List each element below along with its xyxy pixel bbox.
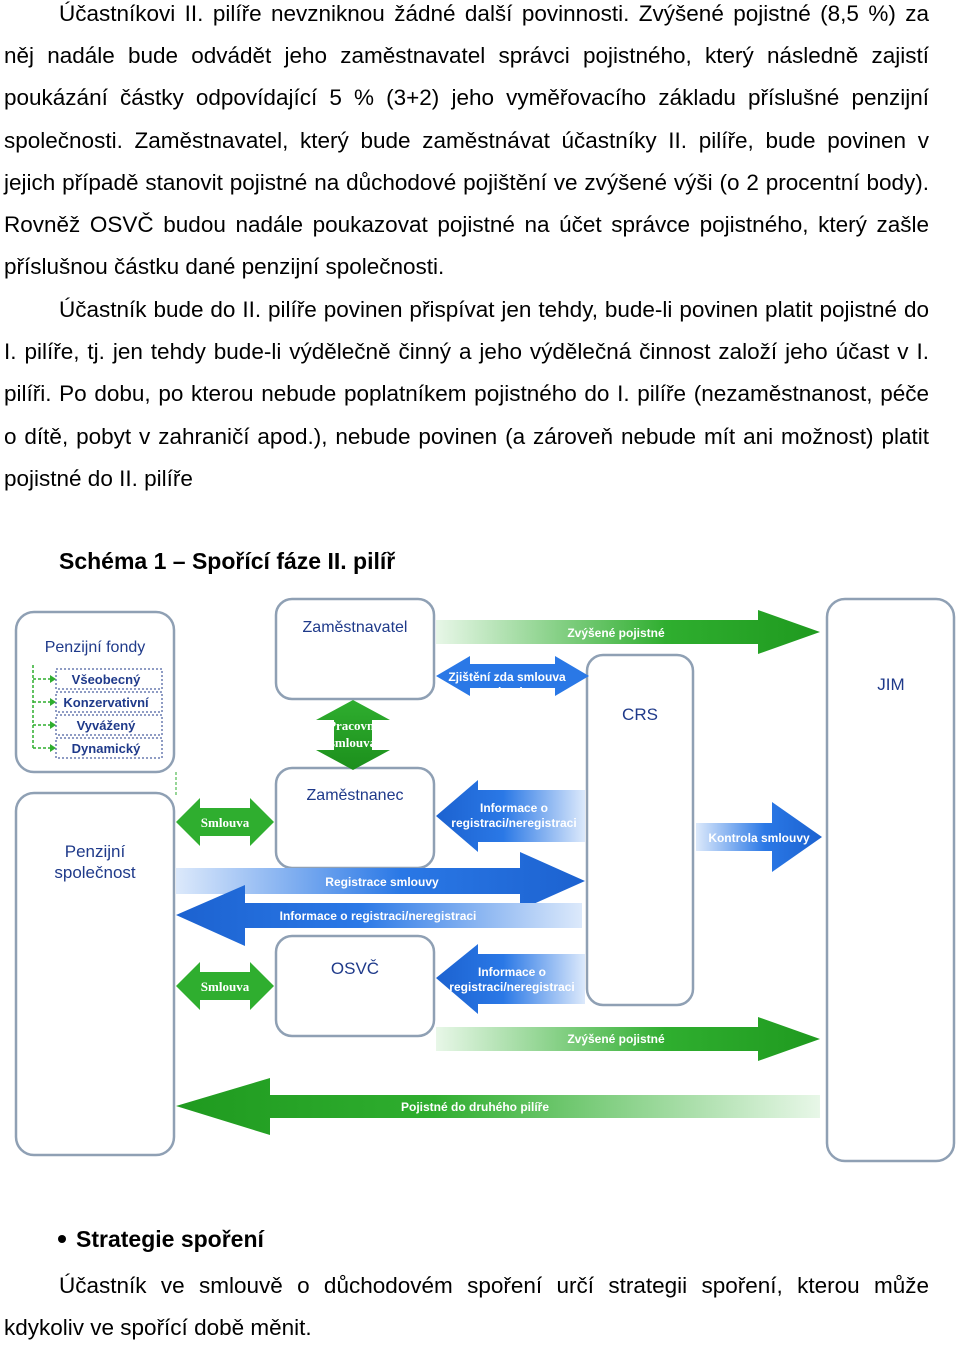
bullet-strategie: Strategie spoření — [58, 1226, 264, 1253]
arrow-kontrola-label: Kontrola smlouvy — [708, 831, 810, 845]
arrow-zjisteni-label-2: existuje — [485, 685, 530, 699]
arrow-pojistne-druheho — [176, 1078, 820, 1135]
arrow-informace-2 — [436, 944, 585, 1014]
arrow-informace-1 — [436, 780, 585, 852]
osvc-label: OSVČ — [331, 959, 379, 978]
arrow-smlouva-2-label: Smlouva — [201, 979, 250, 994]
arrow-registrace-label: Registrace smlouvy — [325, 875, 439, 889]
fund-vseobecny: Všeobecný — [72, 672, 141, 687]
arrow-informace-1-label-a: Informace o — [480, 801, 548, 815]
jim-box — [825, 597, 956, 1163]
arrow-registrace — [176, 852, 585, 910]
bullet-dot-icon — [58, 1234, 66, 1243]
arrow-kontrola — [696, 802, 822, 872]
jim-label: JIM — [877, 675, 904, 694]
arrow-informace-long-label: Informace o registraci/neregistraci — [280, 909, 477, 923]
arrow-informace-long — [176, 885, 582, 946]
crs-box — [585, 653, 695, 1007]
arrow-pracovni-label-2: smlouva — [330, 735, 377, 750]
arrow-pojistne-druheho-label: Pojistné do druhého pilíře — [401, 1100, 549, 1114]
penzijni-spolecnost-label-1: Penzijní — [65, 842, 126, 861]
arrow-informace-2-label-a: Informace o — [478, 965, 546, 979]
schema-heading: Schéma 1 – Spořící fáze II. pilíř — [59, 548, 396, 574]
arrow-zvysene-bottom-label: Zvýšené pojistné — [567, 1032, 665, 1046]
scheme-diagram: Penzijní fondy Všeobecný Konzervativní V… — [14, 597, 956, 1163]
paragraph-2: Účastník bude do II. pilíře povinen přis… — [4, 297, 929, 491]
arrow-zvysene-top — [436, 610, 820, 654]
fund-dynamicky: Dynamický — [72, 741, 141, 756]
penzijni-spolecnost-label-2: společnost — [54, 863, 136, 882]
zamestnanec-label: Zaměstnanec — [307, 787, 404, 804]
arrow-pracovni-label-1: Pracovní — [328, 718, 378, 733]
arrow-zjisteni-label-1: Zjištění zda smlouva — [448, 670, 566, 684]
zamestnavatel-box — [274, 597, 436, 701]
paragraph-3: Účastník ve smlouvě o důchodovém spoření… — [4, 1273, 929, 1341]
paragraph-1: Účastníkovi II. pilíře nevzniknou žádné … — [4, 1, 929, 280]
arrow-zvysene-bottom — [436, 1017, 820, 1061]
osvc-box — [274, 934, 436, 1038]
crs-label: CRS — [622, 705, 658, 724]
arrow-informace-1-label-b: registraci/neregistraci — [451, 816, 576, 830]
fund-konzervativni: Konzervativní — [63, 695, 149, 710]
arrow-informace-2-label-b: registraci/neregistraci — [449, 980, 574, 994]
penzijni-spolecnost-box — [14, 791, 176, 1157]
arrow-zvysene-top-label: Zvýšené pojistné — [567, 626, 665, 640]
zamestnanec-box — [274, 766, 436, 870]
arrow-smlouva-1 — [176, 798, 274, 846]
fund-list: Všeobecný Konzervativní Vyvážený Dynamic… — [33, 668, 163, 759]
arrow-pracovni-smlouva — [316, 700, 390, 770]
arrow-zjisteni — [436, 656, 589, 696]
penzijni-fondy-title: Penzijní fondy — [45, 639, 146, 656]
arrow-smlouva-1-label: Smlouva — [201, 815, 250, 830]
zamestnavatel-label: Zaměstnavatel — [303, 619, 408, 636]
fund-vyvazeny: Vyvážený — [77, 718, 137, 733]
arrow-smlouva-2 — [176, 962, 274, 1010]
